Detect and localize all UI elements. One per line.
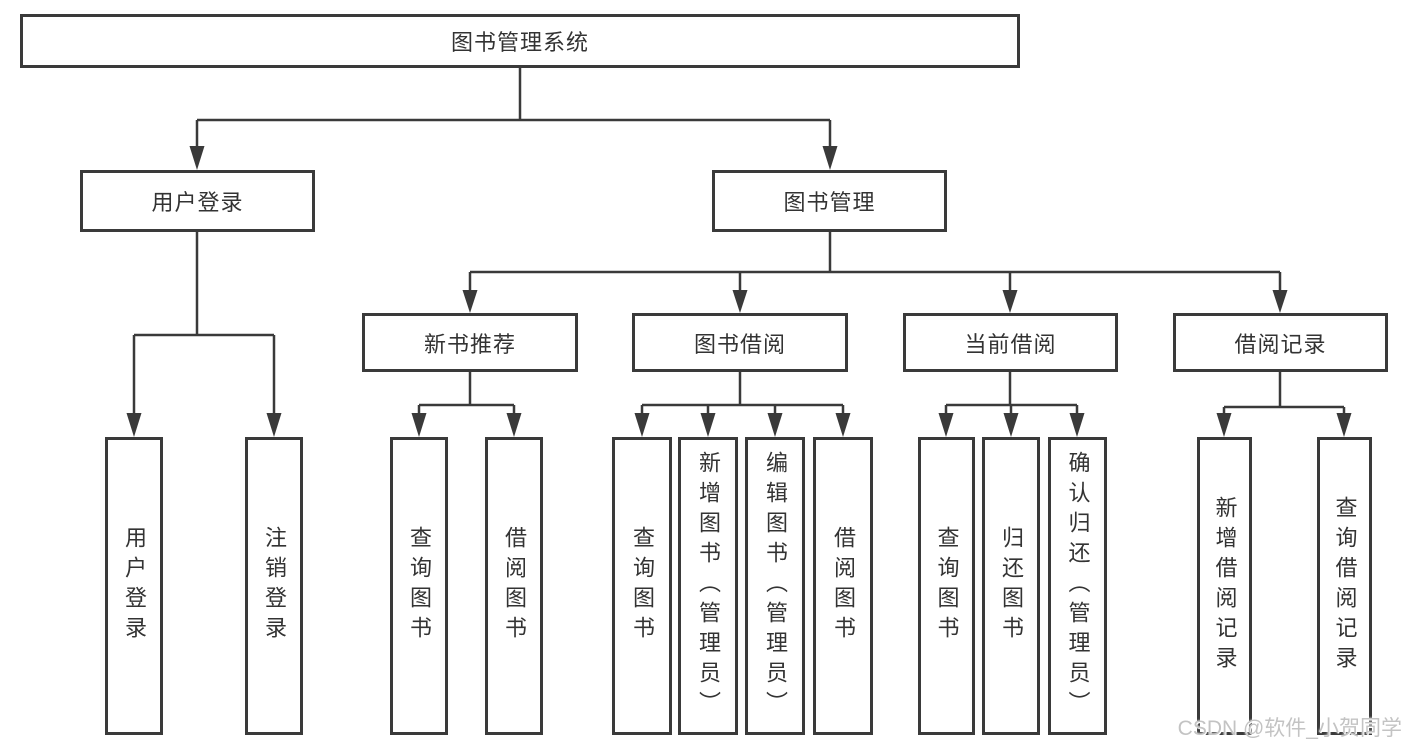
node-label: 用户登录 (151, 190, 244, 215)
arrowheads (126, 146, 1352, 437)
leaf-current-return-books: 归还图书 (982, 437, 1040, 735)
node-library-management-system: 图书管理系统 (20, 14, 1020, 68)
node-label: 确认归还（管理员） (1065, 451, 1091, 721)
connector-borrowing-records (1222, 372, 1346, 415)
node-label: 编辑图书（管理员） (763, 451, 788, 721)
connector-book-management (468, 232, 1282, 291)
csdn-watermark: CSDN @软件_小贺同学 (1177, 717, 1402, 740)
node-label: 当前借阅 (964, 331, 1057, 357)
leaf-borrowing-borrow-books: 借阅图书 (813, 437, 873, 735)
node-borrowing-records: 借阅记录 (1173, 313, 1388, 372)
leaf-borrowing-edit-books-admin: 编辑图书（管理员） (745, 437, 805, 735)
node-book-management: 图书管理 (712, 170, 947, 232)
connector-user-login (132, 232, 276, 415)
node-user-login: 用户登录 (80, 170, 315, 232)
leaf-records-add-borrow-record: 新增借阅记录 (1197, 437, 1252, 735)
node-label: 图书借阅 (693, 331, 786, 357)
leaf-newbook-query-books: 查询图书 (390, 437, 448, 735)
node-current-borrowing: 当前借阅 (903, 313, 1118, 372)
node-label: 借阅图书 (502, 526, 527, 646)
node-label: 查询图书 (630, 526, 655, 646)
node-label: 新增借阅记录 (1212, 496, 1238, 676)
leaf-user-login: 用户登录 (105, 437, 163, 735)
node-label: 用户登录 (122, 526, 147, 646)
leaf-current-query-books: 查询图书 (918, 437, 975, 735)
connector-current-borrowing (944, 372, 1079, 415)
node-label: 借阅图书 (831, 526, 856, 646)
leaf-current-confirm-return-admin: 确认归还（管理员） (1048, 437, 1107, 735)
connector-book-borrowing (640, 372, 845, 415)
leaf-borrowing-query-books: 查询图书 (612, 437, 672, 735)
node-label: 图书管理系统 (450, 30, 589, 55)
node-label: 注销登录 (262, 526, 287, 646)
node-label: 借阅记录 (1234, 331, 1327, 357)
node-label: 归还图书 (999, 526, 1024, 646)
leaf-borrowing-add-books-admin: 新增图书（管理员） (678, 437, 738, 735)
node-new-book-recommend: 新书推荐 (362, 313, 578, 372)
connector-root-to-level1 (195, 68, 832, 148)
node-label: 新书推荐 (423, 331, 516, 357)
node-label: 查询图书 (407, 526, 432, 646)
node-label: 新增图书（管理员） (696, 451, 721, 721)
node-label: 图书管理 (783, 190, 876, 215)
leaf-records-query-borrow-record: 查询借阅记录 (1317, 437, 1372, 735)
connector-new-book (417, 372, 516, 415)
node-label: 查询借阅记录 (1332, 496, 1358, 676)
node-label: 查询图书 (934, 526, 960, 646)
node-book-borrowing: 图书借阅 (632, 313, 848, 372)
leaf-newbook-borrow-books: 借阅图书 (485, 437, 543, 735)
leaf-logout-login: 注销登录 (245, 437, 303, 735)
